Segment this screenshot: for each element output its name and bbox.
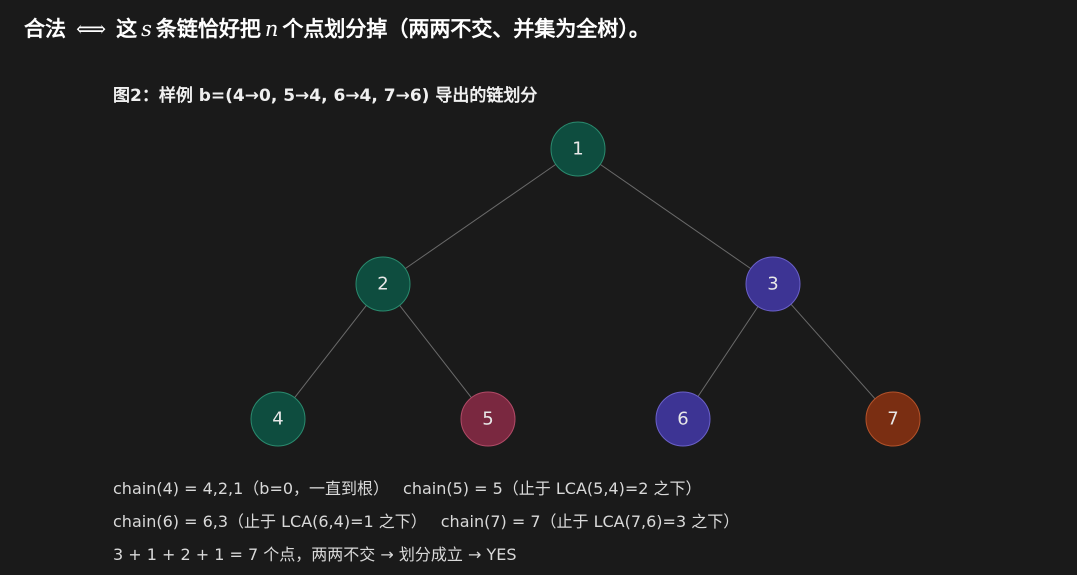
node-label-1: 1 [572, 139, 583, 160]
node-label-7: 7 [887, 409, 898, 430]
note-chain-5: chain(5) = 5（止于 LCA(5,4)=2 之下） [403, 479, 702, 498]
tree-edge-1-3 [599, 163, 752, 270]
node-label-6: 6 [677, 409, 688, 430]
math-var-n: n [264, 17, 279, 41]
heading-prefix: 合法 [24, 17, 66, 41]
node-circle-1 [550, 121, 606, 177]
heading-part3: 个点划分掉（两两不交、并集为全树）。 [282, 17, 650, 41]
tree-edge-2-4 [294, 305, 367, 398]
tree-node-5: 5 [460, 391, 516, 447]
notes-line-1: chain(4) = 4,2,1（b=0，一直到根） chain(5) = 5（止… [113, 472, 739, 505]
tree-edge-3-6 [697, 306, 759, 397]
tree-node-7: 7 [865, 391, 921, 447]
node-label-3: 3 [767, 274, 778, 295]
tree-node-6: 6 [655, 391, 711, 447]
node-circle-4 [250, 391, 306, 447]
node-circle-5 [460, 391, 516, 447]
iff-symbol: ⟺ [76, 17, 107, 41]
node-label-2: 2 [377, 274, 388, 295]
tree-edge-1-2 [404, 163, 557, 270]
note-chain-4: chain(4) = 4,2,1（b=0，一直到根） [113, 479, 390, 498]
node-circle-7 [865, 391, 921, 447]
node-circle-3 [745, 256, 801, 312]
figure-caption: 图2：样例 b=(4→0, 5→4, 6→4, 7→6) 导出的链划分 [113, 86, 538, 106]
math-var-s: s [141, 17, 152, 41]
heading-part1: 这 [116, 17, 138, 41]
tree-node-3: 3 [745, 256, 801, 312]
node-circle-6 [655, 391, 711, 447]
node-label-5: 5 [482, 409, 493, 430]
node-circle-2 [355, 256, 411, 312]
tree-node-2: 2 [355, 256, 411, 312]
notes-line-2: chain(6) = 6,3（止于 LCA(6,4)=1 之下） chain(7)… [113, 505, 739, 538]
note-chain-6: chain(6) = 6,3（止于 LCA(6,4)=1 之下） [113, 512, 427, 531]
tree-edge-2-5 [399, 305, 472, 398]
node-label-4: 4 [272, 409, 283, 430]
heading-part2: 条链恰好把 [155, 17, 261, 41]
note-chain-7: chain(7) = 7（止于 LCA(7,6)=3 之下） [440, 512, 740, 531]
tree-node-1: 1 [550, 121, 606, 177]
note-summary: 3 + 1 + 2 + 1 = 7 个点，两两不交 → 划分成立 → YES [113, 545, 517, 564]
chain-notes: chain(4) = 4,2,1（b=0，一直到根） chain(5) = 5（止… [113, 472, 739, 571]
tree-node-4: 4 [250, 391, 306, 447]
notes-line-3: 3 + 1 + 2 + 1 = 7 个点，两两不交 → 划分成立 → YES [113, 538, 739, 571]
tree-edge-3-7 [790, 303, 876, 400]
